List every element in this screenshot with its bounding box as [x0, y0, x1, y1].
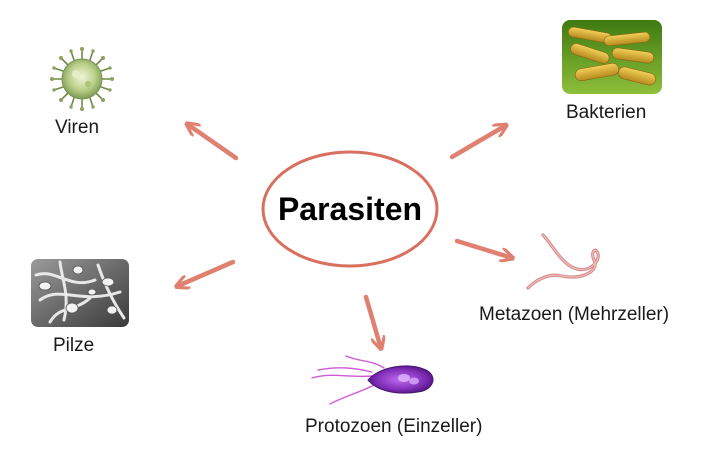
label-bakterien: Bakterien — [566, 102, 647, 123]
arrow-to-protozoen — [363, 294, 380, 345]
arrow-to-viren — [190, 126, 239, 161]
arrow-to-metazoen — [454, 238, 509, 257]
worm-icon — [526, 233, 600, 290]
arrow-to-pilze — [180, 259, 236, 285]
fungi-icon — [31, 259, 129, 327]
protozoa-icon — [311, 355, 434, 405]
virus-icon — [50, 47, 114, 111]
label-protozoen: Protozoen (Einzeller) — [305, 416, 483, 437]
arrow-to-bakterien — [449, 127, 503, 160]
label-metazoen: Metazoen (Mehrzeller) — [479, 304, 670, 325]
label-viren: Viren — [55, 117, 100, 138]
center-title: Parasiten — [277, 190, 423, 227]
label-pilze: Pilze — [53, 335, 95, 356]
center-ellipse — [261, 150, 439, 268]
bacteria-icon — [562, 20, 662, 94]
